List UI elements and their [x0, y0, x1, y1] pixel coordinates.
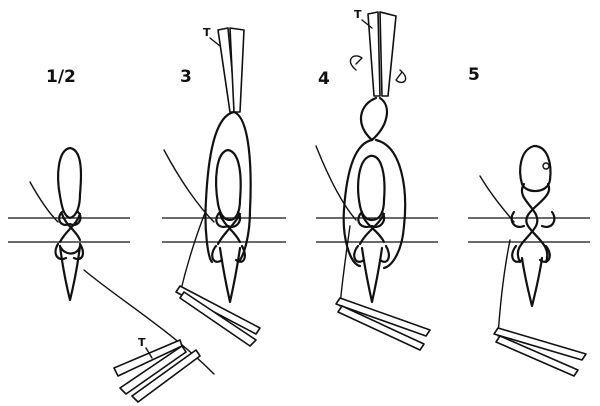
knot-loop-bottom: [54, 242, 84, 261]
step-1-2-panel: 1/2 T: [8, 67, 215, 403]
forceps-tool: T: [203, 26, 245, 113]
long-strand: [83, 269, 215, 375]
tool-label-pointer: [145, 347, 153, 359]
suture-head-loop: [519, 144, 552, 193]
suture-twist-strand-a: [516, 182, 539, 264]
forceps-tool-lower: [335, 297, 431, 351]
knot-point: [542, 162, 550, 170]
tool-label-t: T: [203, 26, 211, 39]
tool-label-pointer: [209, 37, 221, 47]
forceps-tool: T: [113, 336, 201, 403]
forceps-tool-lower: [493, 327, 587, 377]
suture-twist-loop: [360, 96, 389, 142]
forceps-tool-lower: [175, 285, 261, 347]
tool-label-pointer: [361, 19, 373, 29]
suture-outer-loop: [204, 110, 252, 264]
step-3-panel: 3 T: [162, 26, 286, 347]
free-strand-left: [479, 175, 515, 223]
knot-loop-bottom: [353, 244, 390, 263]
suture-lower-shaft: [520, 256, 544, 308]
rotation-arrow-icon: [349, 55, 407, 84]
suture-inner-loop: [357, 154, 386, 222]
suture-crossing: [358, 212, 386, 246]
free-strand-left: [315, 145, 357, 221]
suture-crossing: [216, 212, 242, 246]
tool-label-t: T: [354, 8, 362, 21]
suture-upper-loop: [57, 146, 83, 220]
step-5-label: 5: [468, 65, 480, 85]
suture-lower-shaft: [218, 246, 242, 304]
suture-inner-loop: [215, 148, 242, 222]
suture-outer-loop: [342, 138, 407, 270]
tool-label-t: T: [138, 336, 146, 349]
suture-crossing: [58, 212, 82, 244]
knot-loop-top: [58, 210, 82, 226]
suture-lower-shaft: [58, 244, 82, 302]
step-3-label: 3: [180, 67, 192, 87]
knot-loop-top: [510, 210, 556, 228]
step-4-panel: 4 T: [315, 8, 438, 351]
forceps-tool: T: [354, 8, 397, 97]
long-strand: [497, 239, 511, 337]
step-1-2-label: 1/2: [46, 67, 76, 87]
free-strand-left: [163, 149, 215, 223]
knot-loop-top: [357, 210, 386, 228]
step-4-label: 4: [318, 69, 330, 89]
step-5-panel: 5: [468, 65, 590, 377]
suture-lower-shaft: [360, 246, 384, 304]
free-strand-left: [29, 181, 59, 223]
suture-twist-strand-b: [525, 182, 551, 264]
knot-loop-top: [215, 210, 242, 228]
long-strand: [179, 209, 207, 295]
